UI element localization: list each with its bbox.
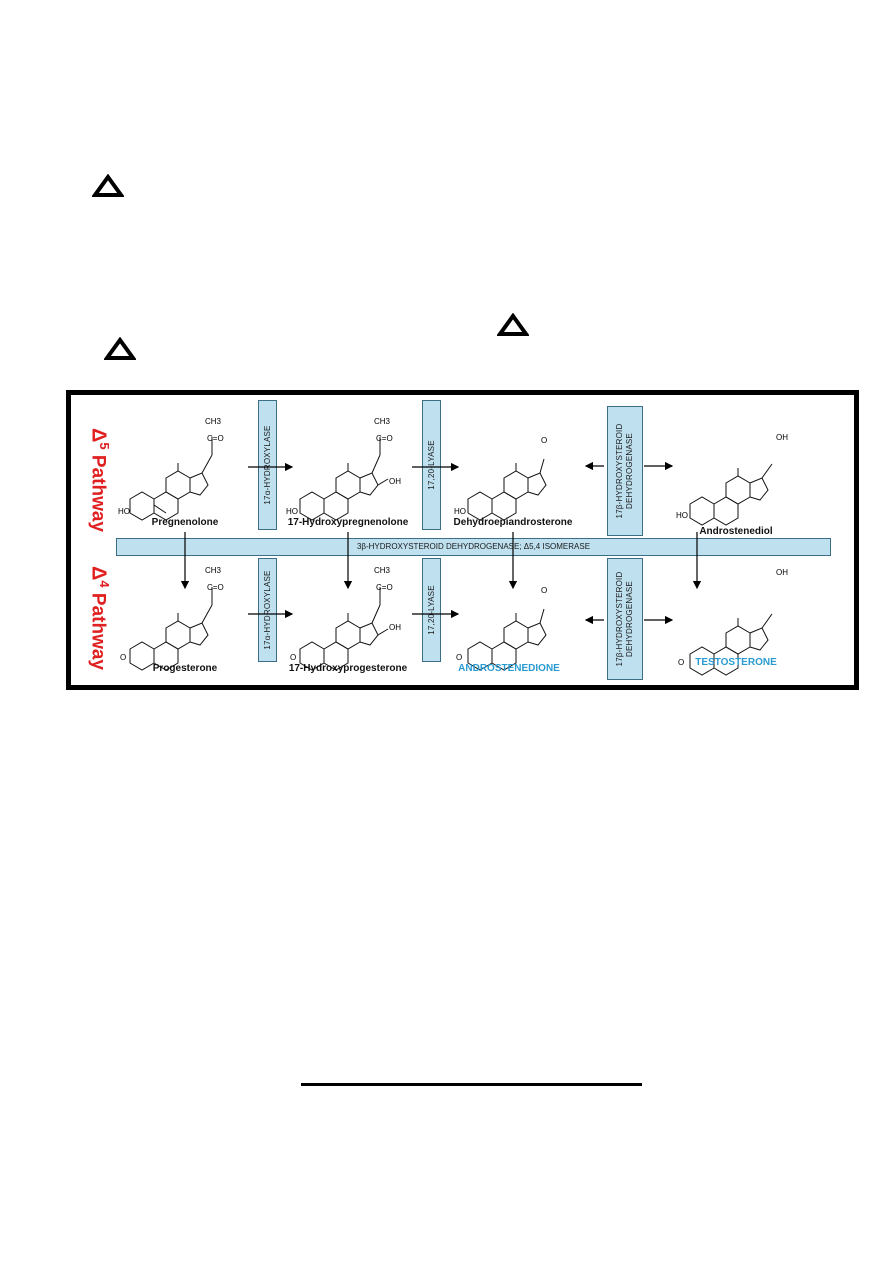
atom-label: OH [389, 477, 401, 486]
enzyme-lyase-top: 17,20-LYASE [422, 400, 441, 530]
atom-label: C=O [376, 434, 393, 443]
atom-label: C=O [207, 583, 224, 592]
label-androstenediol: Androstenediol [699, 526, 773, 537]
enzyme-3bhsd-isomerase: 3β-HYDROXYSTEROID DEHYDROGENASE; Δ5,4 IS… [116, 538, 831, 556]
label-17-hydroxyprogesterone: 17-Hydroxyprogesterone [288, 663, 408, 674]
atom-label: CH3 [205, 417, 222, 426]
pregnenolone-structure [129, 437, 213, 521]
hydroxyprogesterone-structure [299, 587, 389, 671]
testosterone-structure [689, 613, 773, 676]
atom-label: O [456, 653, 462, 662]
horizontal-rule [301, 1083, 642, 1086]
atom-label: HO [118, 507, 130, 516]
atom-label: OH [776, 568, 788, 577]
atom-label: O [541, 586, 547, 595]
atom-label: C=O [376, 583, 393, 592]
progesterone-structure [129, 587, 213, 671]
atom-label: CH3 [374, 566, 391, 575]
label-testosterone: TESTOSTERONE [695, 657, 777, 668]
atom-label: OH [776, 433, 788, 442]
atom-label: O [678, 658, 684, 667]
dhea-structure [467, 458, 547, 521]
atom-label: OH [389, 623, 401, 632]
triangle-icon [92, 174, 124, 197]
triangle-icon [497, 313, 529, 336]
atom-label: O [541, 436, 547, 445]
enzyme-hydroxylase-top: 17α-HYDROXYLASE [258, 400, 277, 530]
atom-label: CH3 [205, 566, 222, 575]
enzyme-hydroxylase-bottom: 17α-HYDROXYLASE [258, 558, 277, 662]
atom-label: O [290, 653, 296, 662]
enzyme-17bhsd-bottom: 17β-HYDROXYSTEROID DEHYDROGENASE [607, 558, 643, 680]
atom-label: HO [286, 507, 298, 516]
atom-label: O [120, 653, 126, 662]
androstenedione-structure [467, 608, 547, 671]
label-dehydroepiandrosterone: Dehydroepiandrosterone [453, 517, 573, 528]
androstenediol-structure [689, 463, 773, 526]
enzyme-lyase-bottom: 17,20-LYASE [422, 558, 441, 662]
atom-label: HO [454, 507, 466, 516]
triangle-icon [104, 337, 136, 360]
label-progesterone: Progesterone [152, 663, 218, 674]
hydroxypregnenolone-structure [299, 437, 389, 521]
label-androstenedione: ANDROSTENEDIONE [458, 663, 560, 674]
label-17-hydroxypregnenolone: 17-Hydroxypregnenolone [287, 517, 409, 528]
atom-label: HO [676, 511, 688, 520]
label-pregnenolone: Pregnenolone [151, 517, 219, 528]
enzyme-17bhsd-top: 17β-HYDROXYSTEROID DEHYDROGENASE [607, 406, 643, 536]
atom-label: C=O [207, 434, 224, 443]
atom-label: CH3 [374, 417, 391, 426]
